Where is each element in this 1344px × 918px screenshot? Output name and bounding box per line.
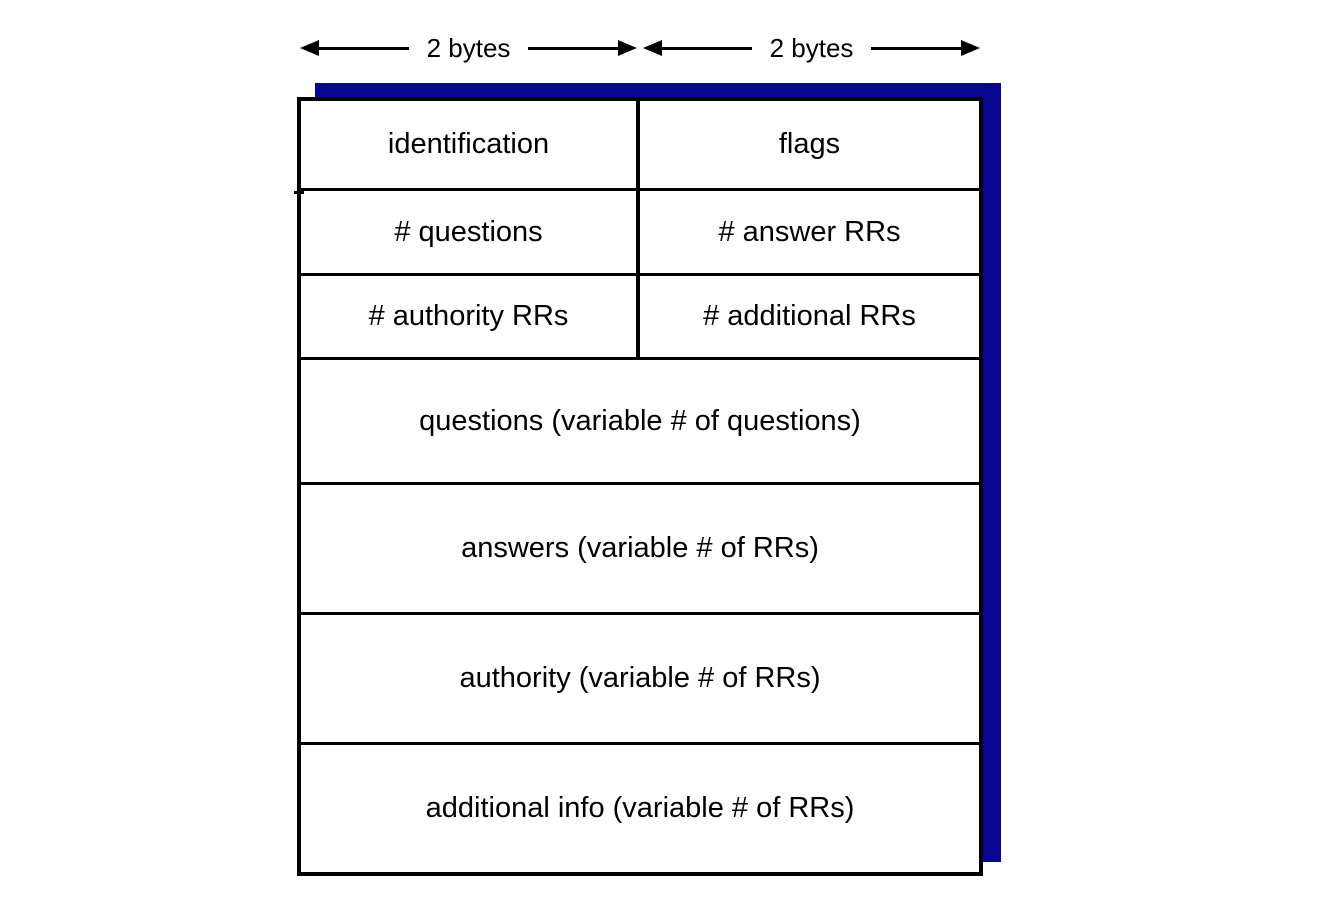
table-row-authority-additional-count: # authority RRs # additional RRs: [301, 276, 979, 360]
arrowhead-left-icon: [300, 40, 319, 56]
left-2bytes-label: 2 bytes: [426, 32, 511, 63]
table-row-answers: answers (variable # of RRs): [301, 485, 979, 615]
byte-width-arrows: 2 bytes 2 bytes: [297, 32, 983, 63]
cell-num-authority-rrs: # authority RRs: [301, 276, 640, 357]
table-row-additional-info: additional info (variable # of RRs): [301, 745, 979, 872]
table-row-questions-answers-count: # questions # answer RRs: [301, 191, 979, 276]
dns-header-table-wrap: identification flags # questions # answe…: [294, 83, 1001, 876]
cell-answers-section: answers (variable # of RRs): [461, 532, 819, 564]
table-row-questions: questions (variable # of questions): [301, 360, 979, 485]
arrowhead-left-icon: [643, 40, 662, 56]
arrow-line: [319, 46, 409, 50]
table-row-authority: authority (variable # of RRs): [301, 615, 979, 745]
arrowhead-right-icon: [961, 40, 981, 56]
cell-identification: identification: [301, 101, 640, 188]
cell-flags: flags: [778, 128, 841, 160]
left-2bytes-arrow: 2 bytes: [297, 32, 640, 63]
cell-questions-section: questions (variable # of questions): [419, 404, 861, 437]
right-2bytes-arrow: 2 bytes: [640, 32, 983, 63]
arrow-line: [662, 46, 752, 50]
cell-additional-info-section: additional info (variable # of RRs): [425, 792, 855, 824]
arrow-line: [871, 46, 962, 50]
cell-num-answer-rrs: # answer RRs: [718, 215, 901, 248]
arrowhead-right-icon: [618, 40, 638, 56]
cell-num-questions: # questions: [301, 191, 640, 273]
right-2bytes-label: 2 bytes: [769, 32, 854, 63]
cell-num-additional-rrs: # additional RRs: [703, 300, 916, 332]
cell-authority-section: authority (variable # of RRs): [459, 662, 821, 694]
dns-header-table: identification flags # questions # answe…: [294, 97, 983, 876]
left-edge-tick: [294, 191, 304, 194]
table-row-identification-flags: identification flags: [301, 101, 979, 191]
arrow-line: [528, 46, 619, 50]
dns-message-format-figure: 2 bytes 2 bytes identification flags: [294, 32, 1001, 876]
